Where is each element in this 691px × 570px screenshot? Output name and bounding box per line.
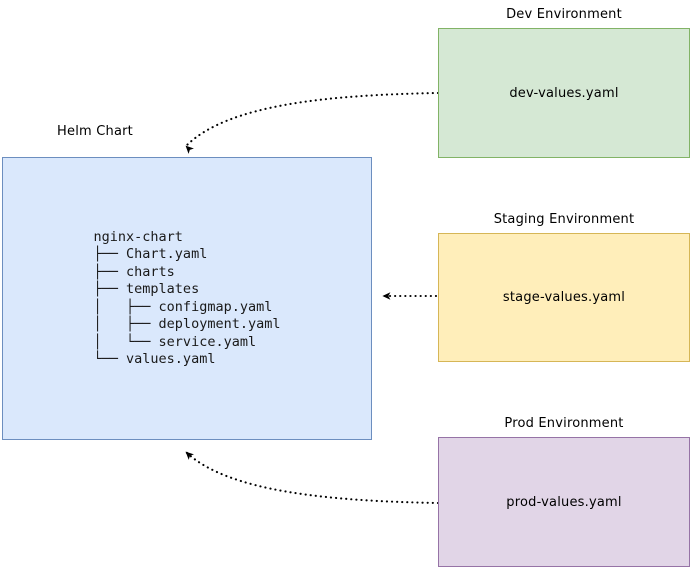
helm-chart-caption: Helm Chart	[57, 124, 133, 139]
staging-environment-node[interactable]: stage-values.yaml	[438, 233, 690, 362]
dev-environment-caption: Dev Environment	[506, 7, 622, 22]
edge-prod-to-helm-chart	[184, 450, 440, 505]
helm-chart-node[interactable]: nginx-chart ├── Chart.yaml ├── charts ├─…	[2, 157, 372, 440]
prod-environment-node[interactable]: prod-values.yaml	[438, 437, 690, 567]
prod-values-label: prod-values.yaml	[506, 494, 622, 510]
dev-environment-node[interactable]: dev-values.yaml	[438, 28, 690, 158]
staging-environment-caption: Staging Environment	[493, 212, 635, 227]
helm-chart-tree: nginx-chart ├── Chart.yaml ├── charts ├─…	[93, 228, 281, 368]
dev-values-label: dev-values.yaml	[509, 85, 619, 101]
prod-environment-caption: Prod Environment	[504, 416, 624, 431]
stage-values-label: stage-values.yaml	[502, 290, 626, 305]
edge-dev-to-helm-chart	[184, 91, 440, 154]
